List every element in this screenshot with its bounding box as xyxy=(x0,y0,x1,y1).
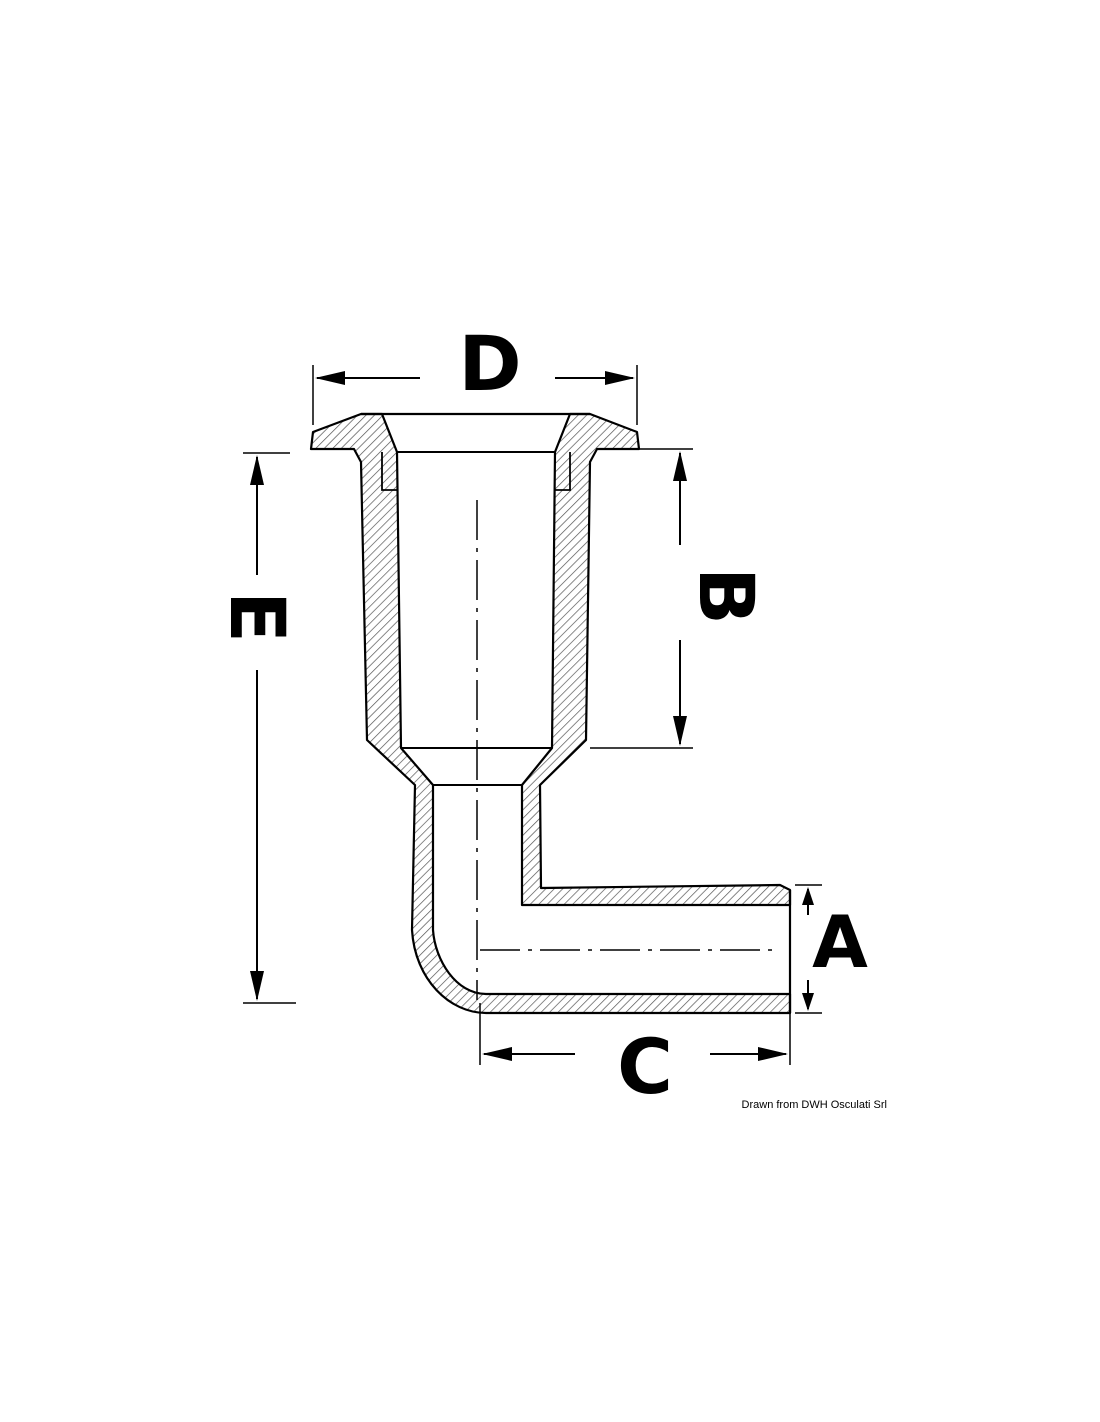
label-c: C xyxy=(617,1022,673,1111)
left-wall-section xyxy=(309,412,792,1015)
label-b: B xyxy=(682,567,771,625)
label-a: A xyxy=(812,900,868,984)
left-collar-detail xyxy=(381,452,397,491)
dimension-c: C xyxy=(479,1003,791,1111)
dimension-a: A xyxy=(795,884,868,1014)
dimension-e: E xyxy=(213,452,302,1004)
dimension-b: B xyxy=(590,448,771,749)
credit-text: Drawn from DWH Osculati Srl xyxy=(742,1099,887,1111)
label-e: E xyxy=(213,591,302,643)
label-d: D xyxy=(458,319,521,408)
right-collar-detail xyxy=(555,452,571,491)
dimension-d: D xyxy=(312,319,638,425)
right-wall-section xyxy=(520,412,792,907)
fitting-body xyxy=(309,412,792,1015)
